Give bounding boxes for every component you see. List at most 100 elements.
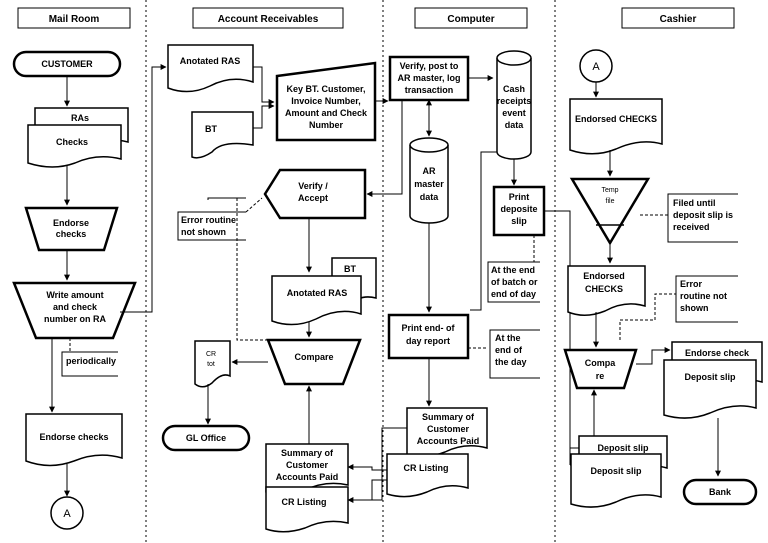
svg-text:Write amount: Write amount bbox=[46, 290, 103, 300]
svg-text:not shown: not shown bbox=[181, 227, 226, 237]
svg-text:Compare: Compare bbox=[294, 352, 333, 362]
svg-text:A: A bbox=[592, 61, 600, 73]
lane-dividers bbox=[145, 0, 556, 543]
bank-terminator: Bank bbox=[682, 478, 758, 506]
endorsed-checks-document-top: Endorsed CHECKS bbox=[569, 98, 663, 155]
svg-text:data: data bbox=[420, 192, 440, 202]
anotated-ras-document: Anotated RAS bbox=[167, 44, 254, 93]
cr-listing-document-computer: CR Listing bbox=[386, 453, 469, 498]
svg-text:Error routine: Error routine bbox=[181, 215, 236, 225]
deposit-slip-document-main: Deposit slip bbox=[663, 359, 757, 419]
svg-text:CR Listing: CR Listing bbox=[404, 463, 449, 473]
print-end-of-day-process: Print end- of day report bbox=[387, 313, 470, 360]
cash-receipts-storage: Cash receipts event data bbox=[496, 50, 532, 160]
lane-title: Cashier bbox=[660, 14, 697, 25]
svg-text:receipts: receipts bbox=[497, 96, 532, 106]
svg-text:Print end- of: Print end- of bbox=[402, 323, 456, 333]
checks-document: Checks bbox=[27, 124, 122, 168]
connector-a-top: A bbox=[579, 49, 613, 83]
svg-text:Error: Error bbox=[680, 279, 703, 289]
svg-text:At the end: At the end bbox=[491, 265, 535, 275]
svg-text:Deposit slip: Deposit slip bbox=[684, 372, 736, 382]
svg-text:and check: and check bbox=[53, 302, 98, 312]
end-of-batch-annotation: At the end of batch or end of day bbox=[487, 235, 540, 303]
svg-text:Endorse: Endorse bbox=[53, 218, 89, 228]
svg-text:Print: Print bbox=[509, 192, 530, 202]
svg-text:shown: shown bbox=[680, 303, 709, 313]
svg-text:file: file bbox=[606, 198, 615, 205]
endorse-checks-document: Endorse checks bbox=[25, 413, 123, 467]
at-end-of-day-annotation: At the end of the day bbox=[468, 329, 540, 379]
verify-post-process: Verify, post to AR master, log transacti… bbox=[388, 55, 470, 102]
svg-text:deposit slip is: deposit slip is bbox=[673, 210, 733, 220]
svg-text:Endorsed CHECKS: Endorsed CHECKS bbox=[575, 114, 657, 124]
svg-text:Number: Number bbox=[309, 120, 344, 130]
svg-text:checks: checks bbox=[56, 229, 87, 239]
svg-text:Deposit slip: Deposit slip bbox=[590, 466, 642, 476]
svg-text:BT: BT bbox=[344, 264, 356, 274]
svg-text:tot: tot bbox=[207, 361, 215, 368]
svg-text:Amount and Check: Amount and Check bbox=[285, 108, 368, 118]
svg-text:Accounts Paid: Accounts Paid bbox=[276, 472, 339, 482]
customer-terminator: CUSTOMER bbox=[12, 50, 122, 78]
lane-title: Computer bbox=[447, 14, 494, 25]
svg-text:day report: day report bbox=[406, 336, 450, 346]
key-bt-manual-input: Key BT. Customer, Invoice Number, Amount… bbox=[275, 61, 377, 142]
svg-text:Checks: Checks bbox=[56, 137, 88, 147]
svg-text:Bank: Bank bbox=[709, 487, 732, 497]
svg-text:GL Office: GL Office bbox=[186, 433, 226, 443]
svg-text:transaction: transaction bbox=[405, 85, 454, 95]
svg-text:number on RA: number on RA bbox=[44, 314, 106, 324]
svg-text:routine not: routine not bbox=[680, 291, 727, 301]
svg-text:RAs: RAs bbox=[71, 113, 89, 123]
svg-text:Verify, post to: Verify, post to bbox=[400, 61, 459, 71]
svg-text:AR master, log: AR master, log bbox=[397, 73, 460, 83]
svg-text:Verify /: Verify / bbox=[298, 181, 328, 191]
deposit-slip-document-c: Deposit slip bbox=[570, 453, 662, 508]
periodically-annotation: periodically bbox=[61, 338, 118, 377]
write-amount-operation: Write amount and check number on RA bbox=[12, 281, 137, 340]
svg-text:BT: BT bbox=[205, 124, 217, 134]
cr-tot-document: CR tot bbox=[194, 340, 231, 388]
svg-text:re: re bbox=[596, 371, 605, 381]
svg-text:Anotated RAS: Anotated RAS bbox=[180, 56, 241, 66]
svg-text:received: received bbox=[673, 222, 710, 232]
svg-text:Invoice Number,: Invoice Number, bbox=[291, 96, 361, 106]
temp-file-storage: Temp file bbox=[569, 177, 651, 246]
print-deposit-slip-process: Print deposite slip bbox=[492, 185, 546, 237]
lane-header-cashier: Cashier bbox=[621, 7, 735, 29]
svg-text:of batch or: of batch or bbox=[491, 277, 538, 287]
svg-text:end of day: end of day bbox=[491, 289, 536, 299]
svg-text:Temp: Temp bbox=[601, 187, 618, 194]
connector-a-bottom: A bbox=[50, 496, 84, 530]
svg-text:Endorse checks: Endorse checks bbox=[39, 432, 108, 442]
lane-header-mail-room: Mail Room bbox=[17, 7, 131, 29]
svg-text:end of: end of bbox=[495, 345, 523, 355]
svg-text:Accounts Paid: Accounts Paid bbox=[417, 436, 480, 446]
svg-text:slip: slip bbox=[511, 216, 527, 226]
endorse-checks-operation: Endorse checks bbox=[24, 206, 119, 252]
ar-master-storage: AR master data bbox=[409, 137, 449, 224]
compare-operation: Compare bbox=[266, 338, 362, 386]
lane-header-computer: Computer bbox=[414, 7, 528, 29]
svg-text:CUSTOMER: CUSTOMER bbox=[41, 59, 93, 69]
svg-text:Filed until: Filed until bbox=[673, 198, 716, 208]
svg-text:A: A bbox=[63, 508, 71, 520]
svg-text:Compa: Compa bbox=[585, 358, 616, 368]
svg-text:CR: CR bbox=[206, 351, 216, 358]
svg-text:Summary of: Summary of bbox=[281, 448, 334, 458]
compare-operation-cashier: Compa re bbox=[563, 348, 638, 390]
svg-text:Key BT. Customer,: Key BT. Customer, bbox=[286, 84, 365, 94]
svg-text:Anotated RAS: Anotated RAS bbox=[287, 288, 348, 298]
error-routine-annotation-cashier: Error routine not shown bbox=[619, 275, 738, 340]
error-routine-annotation: Error routine not shown bbox=[177, 197, 263, 241]
svg-text:Endorse check: Endorse check bbox=[685, 348, 750, 358]
svg-text:the day: the day bbox=[495, 357, 527, 367]
lane-title: Account Receivables bbox=[218, 14, 319, 25]
svg-text:Cash: Cash bbox=[503, 84, 525, 94]
svg-text:master: master bbox=[414, 179, 444, 189]
cr-listing-document-ar: CR Listing bbox=[265, 486, 349, 533]
svg-text:data: data bbox=[505, 120, 525, 130]
svg-text:Endorsed: Endorsed bbox=[583, 271, 625, 281]
